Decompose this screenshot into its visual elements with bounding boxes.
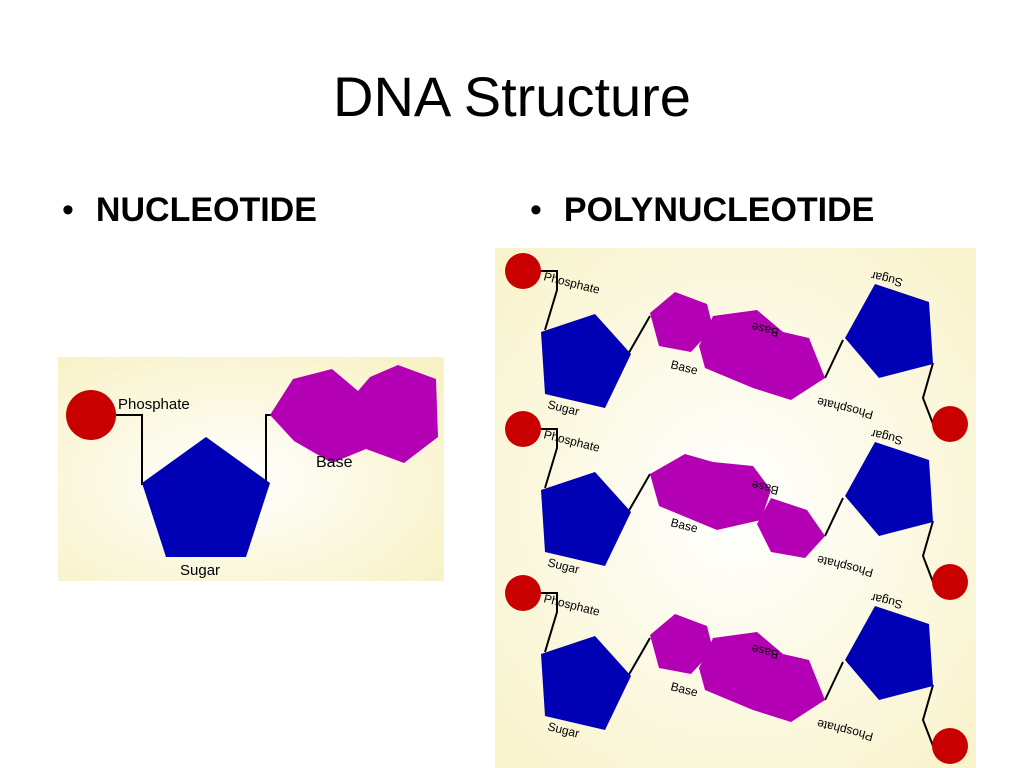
bullet-dot: • (530, 191, 542, 229)
sugar-label: Sugar (180, 562, 220, 579)
polynucleotide-row-3: Phosphate Sugar Base Base Sugar Phosphat… (505, 575, 968, 764)
bullet-dot: • (62, 191, 74, 229)
left-sugar-pentagon (541, 314, 631, 408)
left-phosphate-circle (505, 411, 541, 447)
right-base-label: Base (750, 641, 780, 661)
slide-title: DNA Structure (333, 65, 691, 128)
left-base-label: Base (669, 357, 699, 377)
base-label: Base (316, 454, 353, 471)
right-base-label: Base (750, 477, 780, 497)
bullet-polynucleotide: • POLYNUCLEOTIDE (530, 188, 874, 232)
left-sugar-base-link (626, 473, 651, 515)
bullet-label-polynucleotide: POLYNUCLEOTIDE (563, 191, 875, 229)
phosphate-circle (66, 390, 116, 440)
left-phosphate-circle (505, 575, 541, 611)
polynucleotide-row-2: Phosphate Sugar Base Base Sugar Phosphat… (505, 411, 968, 600)
right-base-label: Base (750, 319, 780, 339)
left-base-shape (650, 292, 713, 352)
right-phosphate-circle (932, 728, 968, 764)
phosphate-label: Phosphate (118, 396, 190, 413)
right-sugar-pentagon (845, 606, 933, 700)
base-shape (270, 365, 438, 463)
right-phosphate-circle (932, 564, 968, 600)
polynucleotide-svg: Phosphate Sugar Base Base Sugar Phosphat… (495, 248, 976, 768)
left-sugar-pentagon (541, 472, 631, 566)
left-sugar-base-link (626, 637, 651, 679)
phosphate-sugar-link (116, 414, 143, 485)
sugar-pentagon (142, 437, 270, 557)
left-phosphate-circle (505, 253, 541, 289)
right-sugar-base-link (824, 339, 844, 379)
nucleotide-diagram: Phosphate Sugar Base (58, 357, 444, 581)
left-backbone-link (533, 270, 558, 331)
right-base-shape (757, 498, 825, 558)
nucleotide-svg: Phosphate Sugar Base (58, 357, 444, 581)
left-base-shape (650, 454, 771, 530)
left-base-label: Base (669, 679, 699, 699)
right-sugar-pentagon (845, 442, 933, 536)
bullet-label-nucleotide: NUCLEOTIDE (95, 191, 317, 229)
left-sugar-base-link (626, 315, 651, 357)
right-phosphate-circle (932, 406, 968, 442)
right-sugar-pentagon (845, 284, 933, 378)
left-base-label: Base (669, 515, 699, 535)
right-sugar-base-link (824, 661, 844, 701)
left-backbone-link (533, 428, 558, 489)
polynucleotide-diagram: Phosphate Sugar Base Base Sugar Phosphat… (495, 248, 976, 768)
right-sugar-base-link (824, 497, 844, 537)
right-base-shape (699, 632, 825, 722)
left-sugar-pentagon (541, 636, 631, 730)
left-backbone-link (533, 592, 558, 653)
left-base-shape (650, 614, 713, 674)
bullet-nucleotide: • NUCLEOTIDE (62, 188, 317, 232)
right-base-shape (699, 310, 825, 400)
